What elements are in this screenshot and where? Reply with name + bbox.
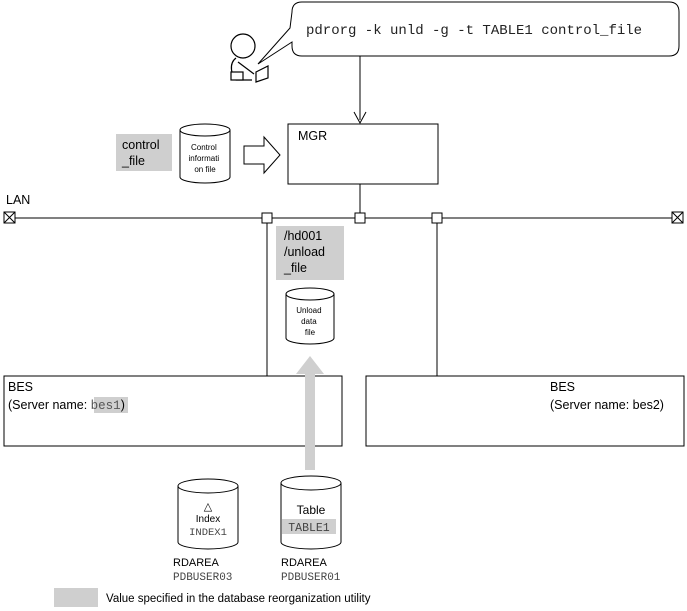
rdarea-table-label: RDAREA (281, 557, 328, 569)
mgr-node-icon (354, 212, 366, 224)
hollow-arrow-icon (243, 135, 281, 175)
bes1-server-suffix: ) (121, 398, 125, 412)
user-terminal-icon (230, 33, 269, 83)
legend-swatch (54, 588, 98, 607)
unload-flow-arrow-icon (296, 356, 324, 470)
bes2-box (365, 375, 685, 447)
rdarea-table-name: PDBUSER01 (281, 572, 341, 584)
unload-data-file-icon (285, 287, 335, 345)
unload-path-highlight (276, 226, 344, 280)
command-text: pdrorg -k unld -g -t TABLE1 control_file (306, 23, 642, 39)
bes1-title: BES (8, 380, 33, 394)
unload-file-line1: Unload (296, 306, 321, 315)
control-info-file-icon (179, 123, 231, 184)
svg-text:/hd001 /unload _file: /hd001 /unload _file (283, 229, 329, 275)
lan-right-terminator-icon (671, 211, 684, 224)
control-info-line2: informati (189, 154, 220, 163)
unload-file-line3: file (305, 328, 316, 337)
mgr-box (287, 123, 439, 185)
legend-text: Value specified in the database reorgani… (106, 593, 371, 605)
control-file-line1: control (122, 138, 160, 152)
control-file-line2: _file (121, 154, 145, 168)
rdarea-index-name: PDBUSER03 (173, 572, 232, 584)
unload-file-line2: data (301, 317, 317, 326)
control-info-line1: Control (191, 143, 217, 152)
table-name: TABLE1 (288, 522, 330, 535)
control-file-highlight (116, 134, 172, 171)
unload-path-line3: _file (283, 261, 307, 275)
bes1-server-highlight (94, 397, 128, 413)
svg-text:Unload data file: Unload data file (296, 306, 324, 337)
svg-text:control _file: control _file (121, 138, 163, 168)
lan-left-terminator-icon (3, 211, 16, 224)
bes1-node-icon (261, 212, 273, 224)
command-bubble (257, 1, 680, 65)
rdarea-index-label: RDAREA (173, 557, 220, 569)
bes1-box (3, 375, 343, 447)
index-name: INDEX1 (189, 527, 227, 539)
lan-label: LAN (6, 193, 30, 207)
unload-path-line2: /unload (284, 245, 325, 259)
bes2-node-icon (431, 212, 443, 224)
index-symbol: △ (204, 501, 213, 513)
bes1-server-prefix: (Server name: (8, 398, 91, 412)
command-arrowhead-icon (353, 111, 367, 125)
bes1-server-name: bes1 (91, 399, 121, 413)
index-label: Index (196, 514, 220, 525)
control-info-line3: on file (194, 165, 216, 174)
bes2-server-text: (Server name: bes2) (550, 398, 664, 412)
bes2-title: BES (550, 380, 575, 394)
index-db-icon (177, 478, 239, 550)
mgr-label: MGR (298, 129, 327, 143)
unload-path-line1: /hd001 (284, 229, 322, 243)
table-label: Table (297, 503, 326, 517)
svg-text:Control informati on f: Control informati on file (189, 143, 222, 174)
table-name-highlight (282, 519, 336, 534)
svg-text:(Server name: bes1): (Server name: bes1) (8, 398, 125, 413)
